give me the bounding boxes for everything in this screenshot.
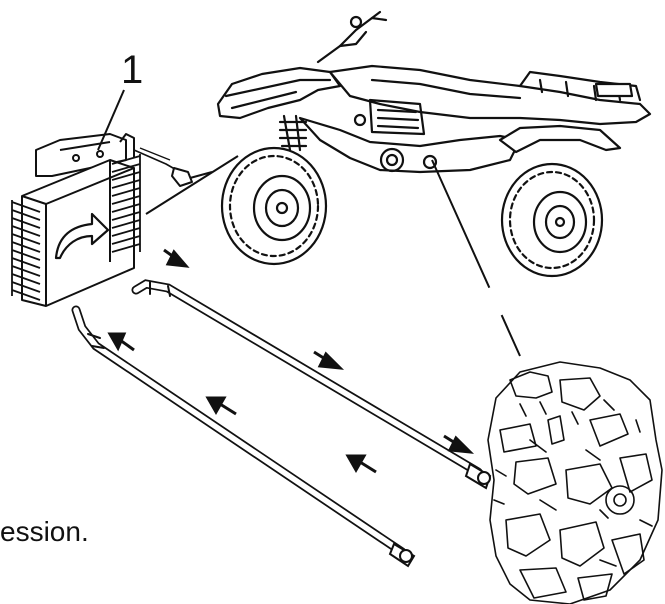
flow-arrow-6 [345,454,377,474]
flow-arrow-1 [163,248,190,268]
callout-leader-line [97,89,125,151]
oil-cooler-icon [11,133,213,307]
oil-hose-icon [71,279,492,568]
engine-leader-line [431,159,521,357]
flow-arrow-icon [107,248,475,474]
atv-icon [216,10,652,278]
flow-arrow-5 [205,396,237,416]
flow-arrow-2 [313,350,345,370]
cooler-to-atv-line [145,155,239,215]
leader-lines [97,89,521,357]
flow-arrow-4 [107,332,135,352]
caption-text: ession. [0,516,89,547]
engine-icon [487,361,663,604]
flow-arrow-3 [443,434,475,454]
callout-number: 1 [121,48,144,92]
